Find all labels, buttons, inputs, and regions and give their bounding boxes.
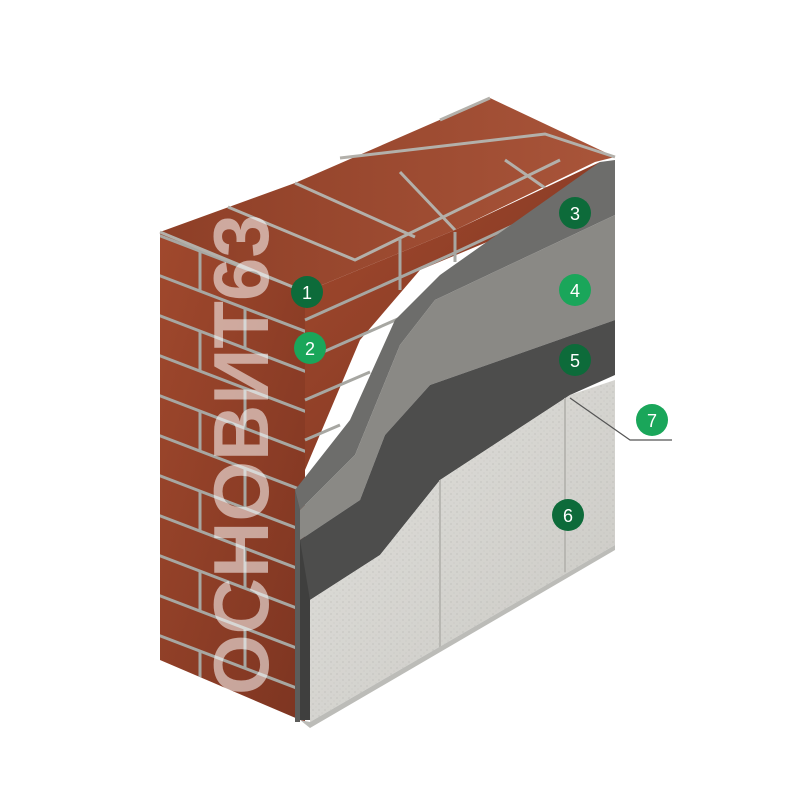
marker-6: 6 (552, 499, 584, 531)
marker-label: 2 (305, 339, 315, 359)
marker-5: 5 (559, 344, 591, 376)
mesh-leader-line (569, 397, 672, 441)
marker-label: 7 (647, 411, 657, 431)
marker-label: 1 (302, 283, 312, 303)
brick-front-face (160, 232, 305, 722)
marker-label: 3 (570, 204, 580, 224)
marker-label: 5 (570, 351, 580, 371)
marker-circle (294, 332, 326, 364)
marker-label: 6 (563, 506, 573, 526)
adhesive-layer (295, 160, 615, 722)
brick-top-face (159, 96, 616, 294)
mortar-joint (160, 630, 305, 699)
marker-circle (636, 404, 668, 436)
marker-circle (559, 274, 591, 306)
mortar-joint (160, 510, 305, 579)
marker-4: 4 (559, 274, 591, 306)
mortar-joint (160, 430, 305, 499)
watermark-logo: ОСНОВИТ63 (197, 214, 285, 695)
mortar-joint (160, 550, 305, 619)
mortar-joint (160, 590, 305, 659)
svg-text:ОСНОВИТ63: ОСНОВИТ63 (197, 214, 285, 695)
mortar-joint (160, 310, 305, 379)
mortar-joint (160, 350, 305, 419)
marker-circle (559, 344, 591, 376)
insulation-layer (300, 320, 615, 720)
marker-2: 2 (294, 332, 326, 364)
markers-group: 1 2 3 4 5 6 7 (291, 197, 668, 531)
marker-circle (552, 499, 584, 531)
marker-circle (291, 276, 323, 308)
marker-1: 1 (291, 276, 323, 308)
mortar-joint (160, 390, 305, 459)
decorative-plaster-layer (300, 380, 615, 728)
primer-layer (300, 215, 615, 540)
marker-circle (559, 197, 591, 229)
marker-7: 7 (636, 404, 668, 436)
mortar-joint (160, 270, 305, 339)
marker-3: 3 (559, 197, 591, 229)
mortar-joint (160, 470, 305, 539)
marker-label: 4 (570, 281, 580, 301)
